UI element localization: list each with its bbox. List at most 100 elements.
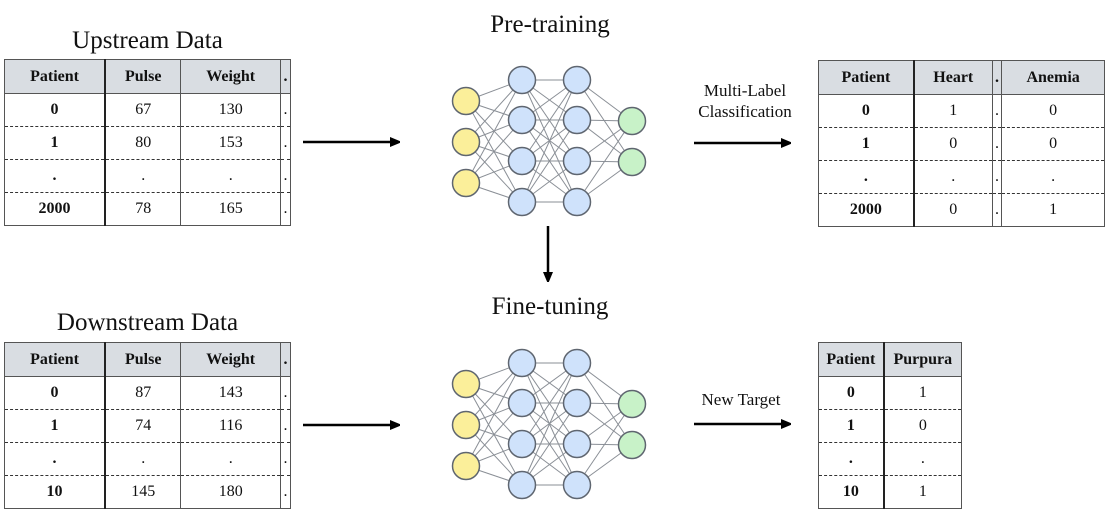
hidden-node — [507, 65, 537, 95]
patient-id-cell: 2000 — [817, 193, 915, 227]
patient-id-cell: 1 — [4, 126, 107, 160]
table-cell: 74 — [104, 409, 182, 443]
table-cell: . — [280, 126, 291, 160]
multilabel-line2: Classification — [698, 102, 792, 121]
network-connection — [521, 362, 578, 486]
output-node — [617, 106, 647, 136]
hidden-node — [562, 65, 592, 95]
input-node — [451, 86, 481, 116]
table-cell: 0 — [1001, 127, 1105, 161]
network-connection — [576, 403, 633, 486]
network-connection — [576, 120, 633, 203]
table-cell: 1 — [913, 94, 993, 128]
column-header: Patient — [817, 60, 915, 95]
hidden-node — [562, 146, 592, 176]
table-cell: 1 — [883, 475, 962, 509]
multilabel-line1: Multi-Label — [703, 81, 787, 100]
output-node — [617, 430, 647, 460]
table-cell: 0 — [883, 409, 962, 443]
column-header: . — [991, 60, 1003, 95]
table-cell: 0 — [913, 193, 993, 227]
patient-id-cell: 10 — [4, 475, 107, 509]
table-cell: . — [280, 376, 291, 410]
table-cell: . — [991, 127, 1003, 161]
network-connection — [465, 79, 523, 184]
hidden-node — [507, 470, 537, 500]
patient-id-cell: 0 — [817, 94, 915, 128]
table-cell: . — [280, 442, 291, 476]
column-header: Weight — [180, 342, 281, 377]
new-target-label: New Target — [701, 390, 781, 409]
table-cell: . — [104, 159, 182, 193]
output-node — [617, 389, 647, 419]
table-cell: 116 — [180, 409, 281, 443]
table-cell: . — [280, 159, 291, 193]
hidden-node — [562, 105, 592, 135]
table-cell: 165 — [180, 192, 281, 226]
table-cell: 0 — [1001, 94, 1105, 128]
patient-id-cell: . — [817, 442, 885, 476]
table-cell: . — [280, 192, 291, 226]
patient-id-cell: 0 — [4, 376, 107, 410]
input-node — [451, 168, 481, 198]
table-row: .... — [4, 442, 291, 476]
hidden-node — [562, 429, 592, 459]
column-header: Purpura — [883, 342, 962, 377]
network-connection — [521, 362, 578, 445]
column-header: Anemia — [1001, 60, 1105, 95]
table-cell: . — [991, 193, 1003, 227]
hidden-node — [507, 187, 537, 217]
table-cell: 180 — [180, 475, 281, 509]
network-connection — [465, 362, 523, 467]
patient-id-cell: . — [4, 159, 107, 193]
table-cell: 78 — [104, 192, 182, 226]
table-cell: 67 — [104, 93, 182, 127]
hidden-node — [507, 388, 537, 418]
patient-id-cell: . — [4, 442, 107, 476]
hidden-node — [507, 429, 537, 459]
patient-id-cell: 10 — [817, 475, 885, 509]
column-header: . — [280, 342, 291, 377]
column-header: Pulse — [104, 342, 182, 377]
table-cell: . — [883, 442, 962, 476]
table-cell: . — [280, 475, 291, 509]
column-header: Pulse — [104, 59, 182, 94]
table-cell: 143 — [180, 376, 281, 410]
hidden-node — [562, 388, 592, 418]
patient-id-cell: 1 — [4, 409, 107, 443]
patient-id-cell: 1 — [817, 409, 885, 443]
output-node — [617, 147, 647, 177]
table-cell: 153 — [180, 126, 281, 160]
table-row: .. — [817, 442, 962, 476]
hidden-node — [507, 105, 537, 135]
table-cell: 145 — [104, 475, 182, 509]
pretraining-title: Pre-training — [490, 11, 610, 38]
patient-id-cell: 0 — [4, 93, 107, 127]
table-cell: . — [991, 94, 1003, 128]
upstream-data-title: Upstream Data — [72, 27, 223, 54]
table-cell: 1 — [1001, 193, 1105, 227]
column-header: Patient — [4, 342, 107, 377]
network-connection — [521, 402, 578, 486]
column-header: . — [280, 59, 291, 94]
table-cell: . — [280, 409, 291, 443]
patient-id-cell: 1 — [817, 127, 915, 161]
hidden-node — [562, 470, 592, 500]
patient-id-cell: . — [817, 160, 915, 194]
